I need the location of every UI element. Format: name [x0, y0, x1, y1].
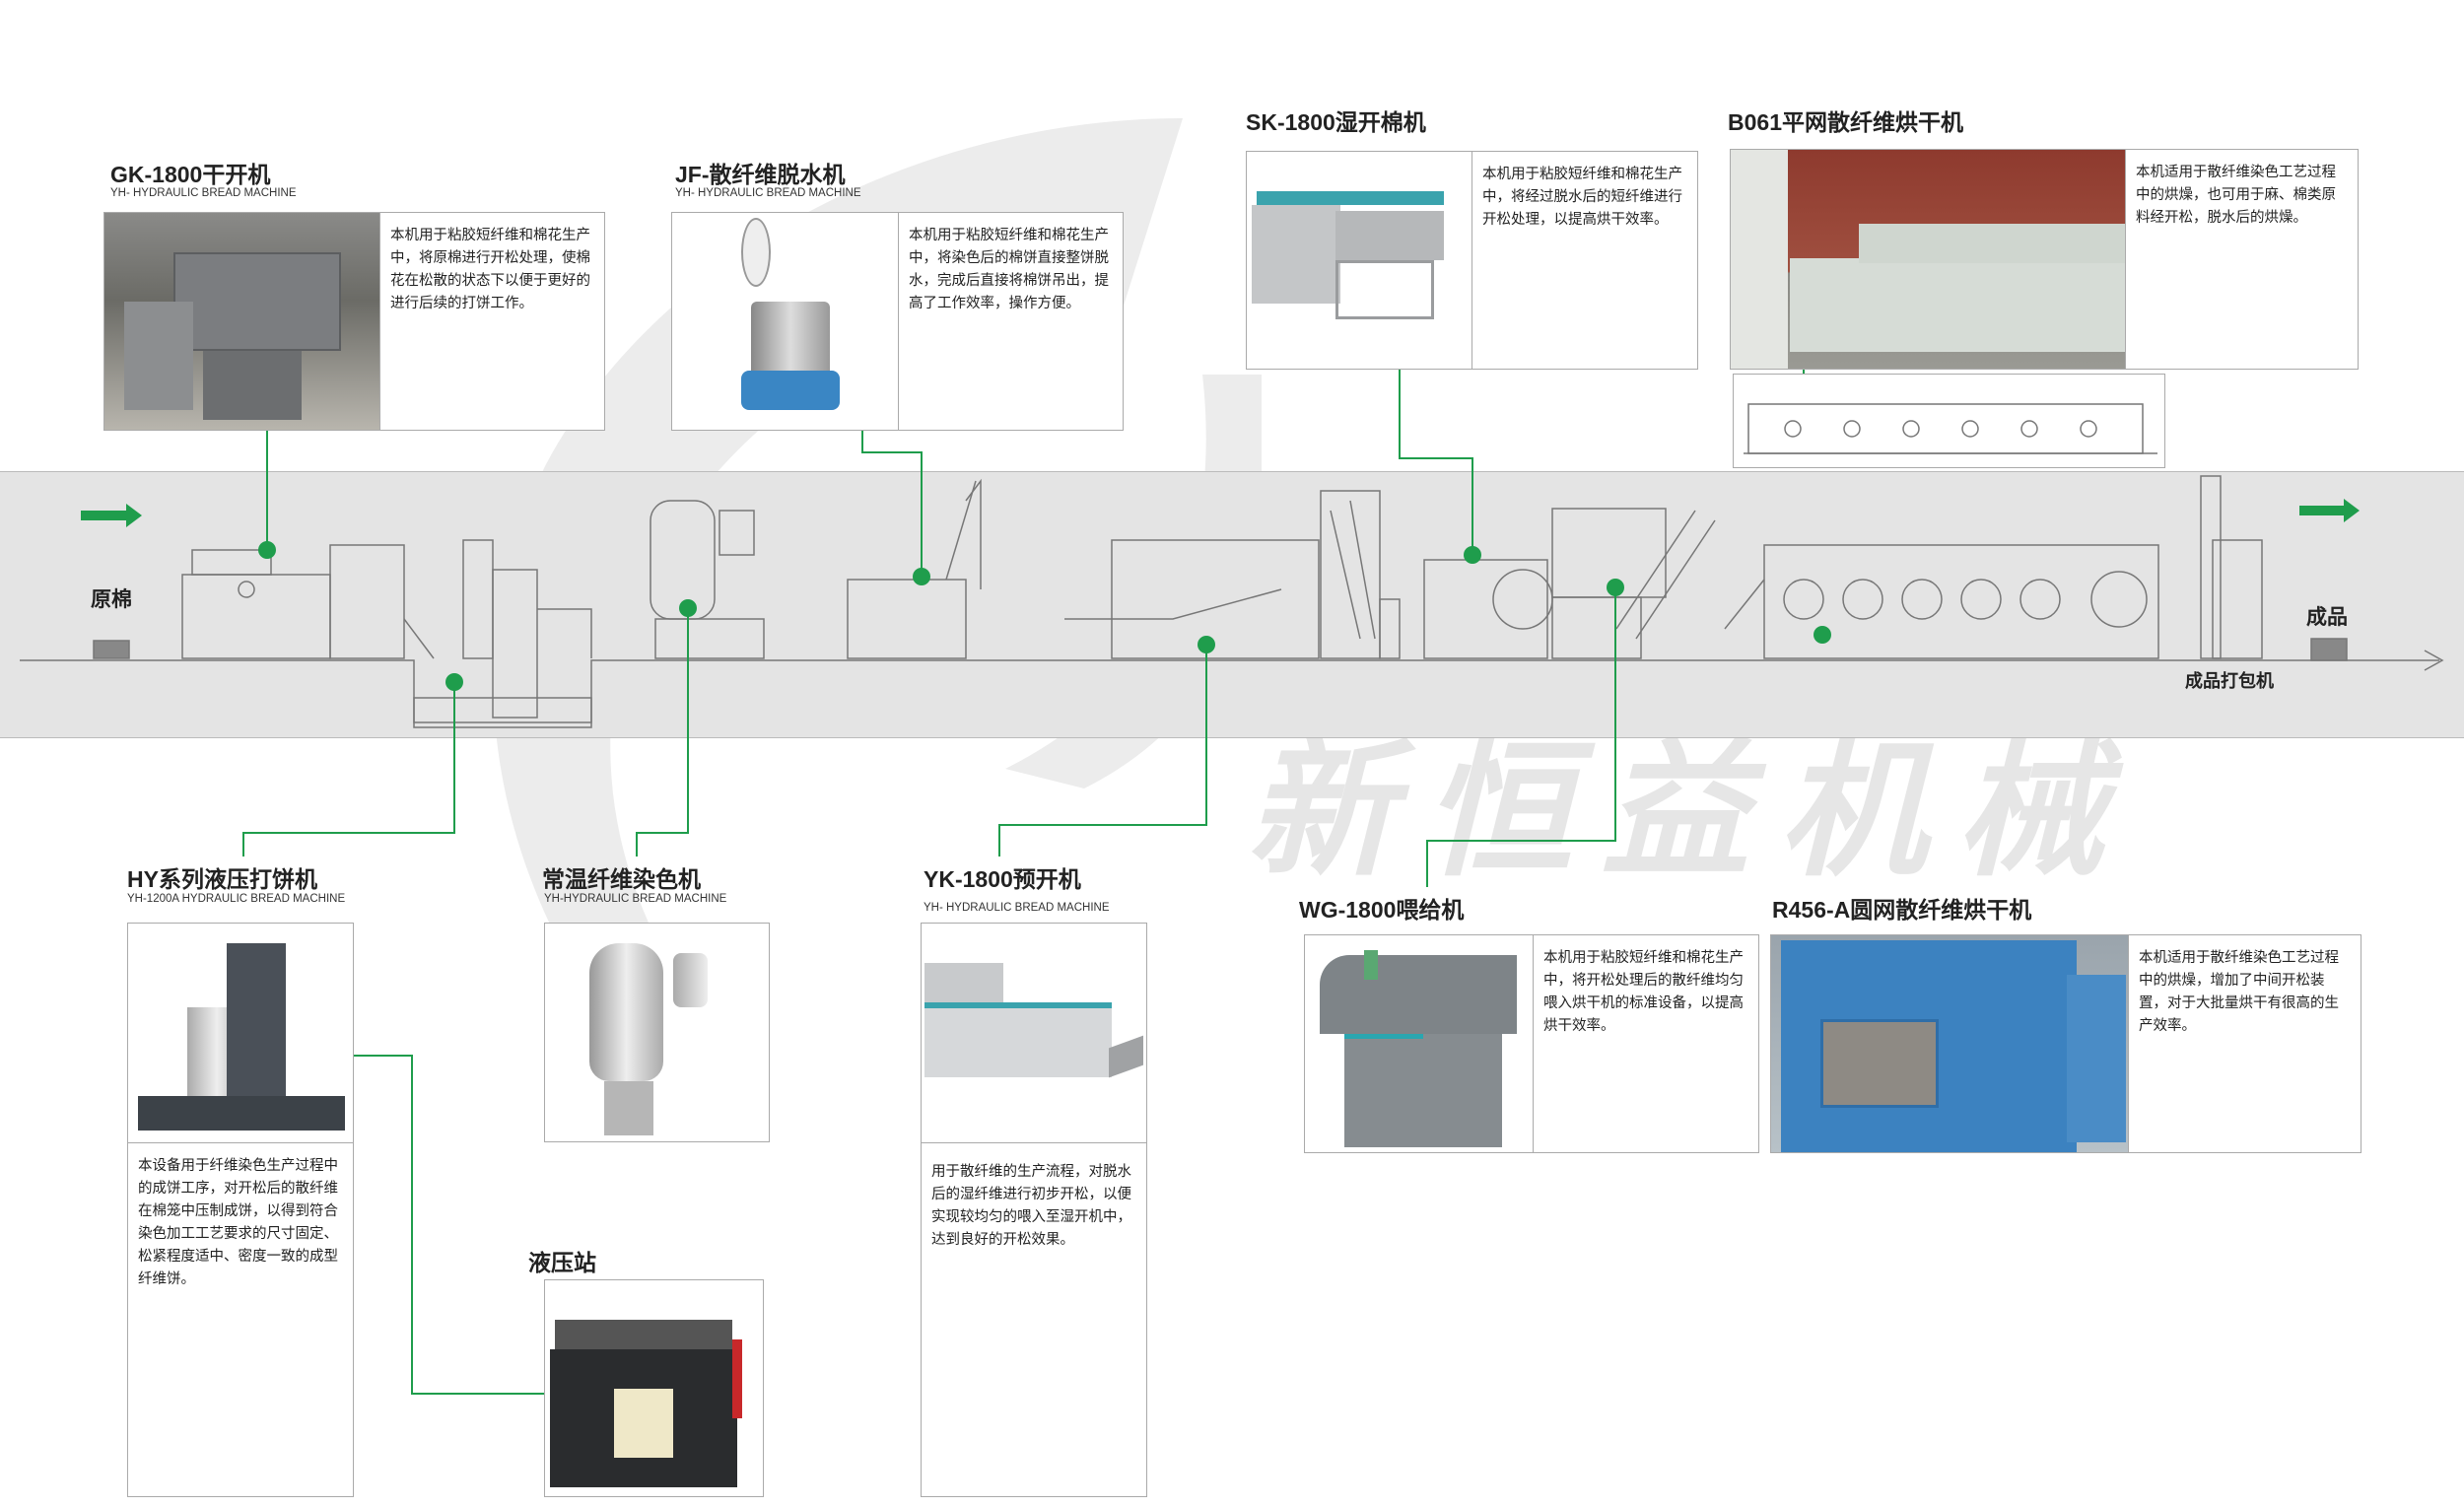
b061-photo	[1731, 150, 2125, 369]
jf-photo	[672, 213, 898, 430]
hps-title: 液压站	[528, 1250, 596, 1275]
sk-card: 本机用于粘胶短纤维和棉花生产中，将经过脱水后的短纤维进行开松处理，以提高烘干效率…	[1246, 151, 1698, 370]
jf-card: 本机用于粘胶短纤维和棉花生产中，将染色后的棉饼直接整饼脱水，完成后直接将棉饼吊出…	[671, 212, 1124, 431]
jf-title: JF-散纤维脱水机	[675, 162, 846, 187]
hy-photo	[128, 924, 353, 1143]
yk-description: 用于散纤维的生产流程，对脱水后的湿纤维进行初步开松，以便实现较均匀的喂入至湿开机…	[931, 1164, 1131, 1248]
hydro-extractor-drawing	[847, 478, 982, 659]
hy-press-drawing	[413, 539, 592, 723]
gk-card: 本机用于粘胶短纤维和棉花生产中，将原棉进行开松处理，使棉花在松散的状态下以便于更…	[103, 212, 605, 431]
b061-description: 本机适用于散纤维染色工艺过程中的烘燥，也可用于麻、棉类原料经开松，脱水后的烘燥。	[2125, 150, 2358, 369]
flow-arrows	[81, 499, 2360, 527]
r456-description: 本机适用于散纤维染色工艺过程中的烘燥，增加了中间开松装置，对于大批量烘干有很高的…	[2128, 935, 2361, 1152]
flow-arrow-right-icon	[2299, 499, 2360, 522]
station-dot-hy	[445, 673, 463, 691]
jf-description: 本机用于粘胶短纤维和棉花生产中，将染色后的棉饼直接整饼脱水，完成后直接将棉饼吊出…	[898, 213, 1123, 430]
gk-subtitle: YH- HYDRAULIC BREAD MACHINE	[110, 187, 297, 199]
r456-photo	[1771, 935, 2128, 1152]
packer-drawing	[2200, 475, 2263, 659]
gk-description: 本机用于粘胶短纤维和棉花生产中，将原棉进行开松处理，使棉花在松散的状态下以便于更…	[379, 213, 604, 430]
hy-card: 本设备用于纤维染色生产过程中的成饼工序，对开松后的散纤维在棉笼中压制成饼，以得到…	[127, 923, 354, 1497]
station-dot-sk	[1464, 546, 1481, 564]
yk-card: 用于散纤维的生产流程，对脱水后的湿纤维进行初步开松，以便实现较均匀的喂入至湿开机…	[921, 923, 1147, 1497]
yk-title: YK-1800预开机	[924, 866, 1081, 892]
station-dot-gk	[258, 541, 276, 559]
station-dot-r456	[1814, 626, 1831, 644]
hps-photo	[545, 1280, 763, 1496]
sk-photo	[1247, 152, 1472, 369]
station-dot-jf	[913, 568, 930, 585]
hy-title: HY系列液压打饼机	[127, 866, 317, 892]
dye-subtitle: YH-HYDRAULIC BREAD MACHINE	[544, 893, 727, 905]
r456-dryer-drawing	[1724, 544, 2159, 659]
production-line-band	[0, 471, 2464, 738]
product-block	[2310, 638, 2348, 661]
hy-description: 本设备用于纤维染色生产过程中的成饼工序，对开松后的散纤维在棉笼中压制成饼，以得到…	[138, 1158, 338, 1287]
r456-title: R456-A圆网散纤维烘干机	[1772, 897, 2032, 923]
wg-card: 本机用于粘胶短纤维和棉花生产中，将开松处理后的散纤维均匀喂入烘干机的标准设备，以…	[1304, 934, 1759, 1153]
dye-machine-drawing	[650, 500, 765, 659]
yk-sk-opener-drawing	[1064, 490, 1401, 659]
hps-card	[544, 1279, 764, 1497]
b061-drawing	[1733, 374, 2165, 468]
hy-subtitle: YH-1200A HYDRAULIC BREAD MACHINE	[127, 893, 346, 905]
r456-card: 本机适用于散纤维染色工艺过程中的烘燥，增加了中间开松装置，对于大批量烘干有很高的…	[1770, 934, 2361, 1153]
gk-title: GK-1800干开机	[110, 162, 271, 187]
raw-cotton-label: 原棉	[91, 587, 132, 611]
flow-arrow-left-icon	[81, 504, 142, 527]
wg-photo	[1305, 935, 1533, 1152]
station-dot-wg	[1607, 579, 1624, 596]
wg-feeder-drawing	[1423, 508, 1716, 659]
yk-subtitle: YH- HYDRAULIC BREAD MACHINE	[924, 902, 1110, 914]
gk-photo	[104, 213, 379, 430]
wg-title: WG-1800喂给机	[1299, 897, 1465, 923]
sk-title: SK-1800湿开棉机	[1246, 109, 1426, 135]
dye-title: 常温纤维染色机	[542, 866, 701, 892]
brand-watermark: 新恒益机械	[1247, 725, 2135, 897]
sk-description: 本机用于粘胶短纤维和棉花生产中，将经过脱水后的短纤维进行开松处理，以提高烘干效率…	[1472, 152, 1697, 369]
production-line-drawing	[20, 475, 2444, 728]
dye-card	[544, 923, 770, 1142]
floor-arrow	[2424, 650, 2444, 671]
b061-title: B061平网散纤维烘干机	[1728, 109, 1963, 135]
gk-opener-drawing	[181, 544, 435, 659]
wg-description: 本机用于粘胶短纤维和棉花生产中，将开松处理后的散纤维均匀喂入烘干机的标准设备，以…	[1533, 935, 1758, 1152]
raw-cotton-block	[93, 640, 130, 659]
station-dot-dye	[679, 599, 697, 617]
jf-subtitle: YH- HYDRAULIC BREAD MACHINE	[675, 187, 861, 199]
dye-photo	[545, 924, 769, 1141]
station-dot-yk	[1198, 636, 1215, 653]
product-label: 成品	[2306, 605, 2348, 629]
yk-photo	[922, 924, 1146, 1143]
floor-line	[20, 659, 2439, 728]
b061-card: 本机适用于散纤维染色工艺过程中的烘燥，也可用于麻、棉类原料经开松，脱水后的烘燥。	[1730, 149, 2359, 370]
packer-label: 成品打包机	[2185, 671, 2274, 692]
